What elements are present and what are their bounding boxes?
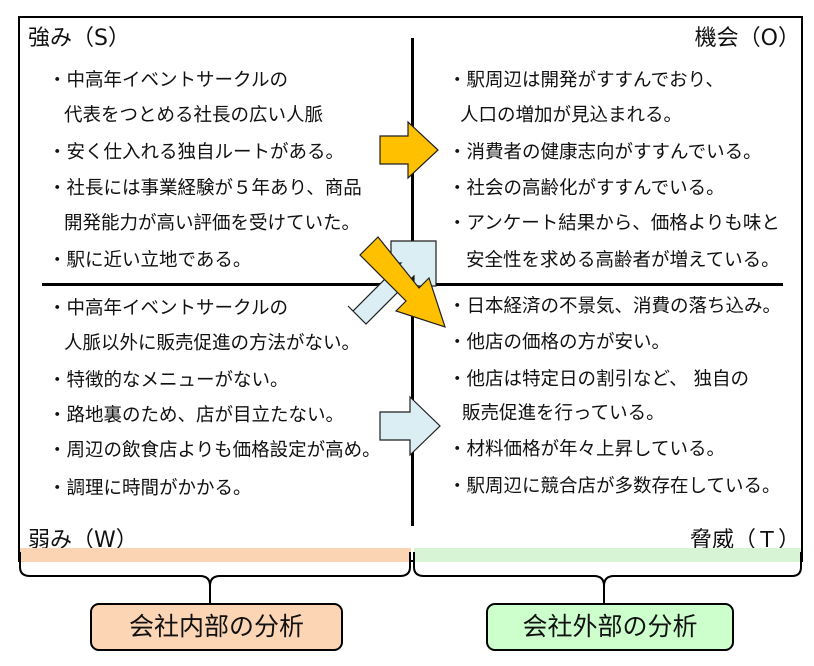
list-item: ・アンケート結果から、価格よりも味と — [448, 213, 780, 234]
list-item: 開発能力が高い評価を受けていた。 — [64, 213, 361, 234]
list-item: ・周辺の飲食店よりも価格設定が高め。 — [48, 440, 381, 461]
left-brace — [19, 552, 411, 603]
orange-diagonal-arrow — [359, 236, 446, 328]
list-item: ・日本経済の不景気、消費の落ち込み。 — [448, 296, 782, 317]
brace-lines — [19, 552, 802, 603]
list-item: ・中高年イベントサークルの — [48, 298, 288, 319]
list-item: 人脈以外に販売促進の方法がない。 — [64, 333, 361, 354]
list-item: 人口の増加が見込まれる。 — [460, 105, 683, 126]
list-item: ・他店は特定日の割引など、 独自の — [448, 369, 749, 390]
external-band — [414, 548, 801, 562]
list-item: ・社会の高齢化がすすんでいる。 — [448, 178, 725, 199]
list-item: ・特徴的なメニューがない。 — [48, 370, 289, 391]
list-item: ・材料価格が年々上昇している。 — [448, 439, 725, 460]
light-right-arrow — [379, 395, 441, 457]
list-item: 代表をつとめる社長の広い人脈 — [64, 105, 324, 126]
opportunities-title: 機会（O） — [694, 26, 800, 51]
list-item: ・安く仕入れる独自ルートがある。 — [48, 142, 345, 163]
list-item: ・駅に近い立地である。 — [48, 250, 252, 271]
strengths-title: 強み（S） — [28, 26, 130, 51]
list-item: ・路地裏のため、店が目立たない。 — [48, 405, 345, 426]
orange-right-arrow — [379, 120, 439, 180]
list-item: ・駅周辺に競合店が多数存在している。 — [448, 476, 781, 497]
internal-band — [20, 548, 411, 562]
right-brace — [413, 552, 802, 603]
list-item: ・他店の価格の方が安い。 — [448, 332, 671, 353]
list-item: ・社長には事業経験が５年あり、商品 — [48, 178, 362, 199]
internal-analysis-label: 会社内部の分析 — [90, 603, 343, 651]
external-analysis-label: 会社外部の分析 — [486, 603, 734, 651]
list-item: ・中高年イベントサークルの — [48, 70, 288, 91]
list-item: 安全性を求める高齢者が増えている。 — [466, 250, 780, 271]
list-item: ・調理に時間がかかる。 — [48, 478, 252, 499]
list-item: ・駅周辺は開発がすすんでおり、 — [448, 70, 724, 91]
list-item: ・消費者の健康志向がすすんでいる。 — [448, 142, 762, 163]
list-item: 販売促進を行っている。 — [462, 403, 665, 424]
